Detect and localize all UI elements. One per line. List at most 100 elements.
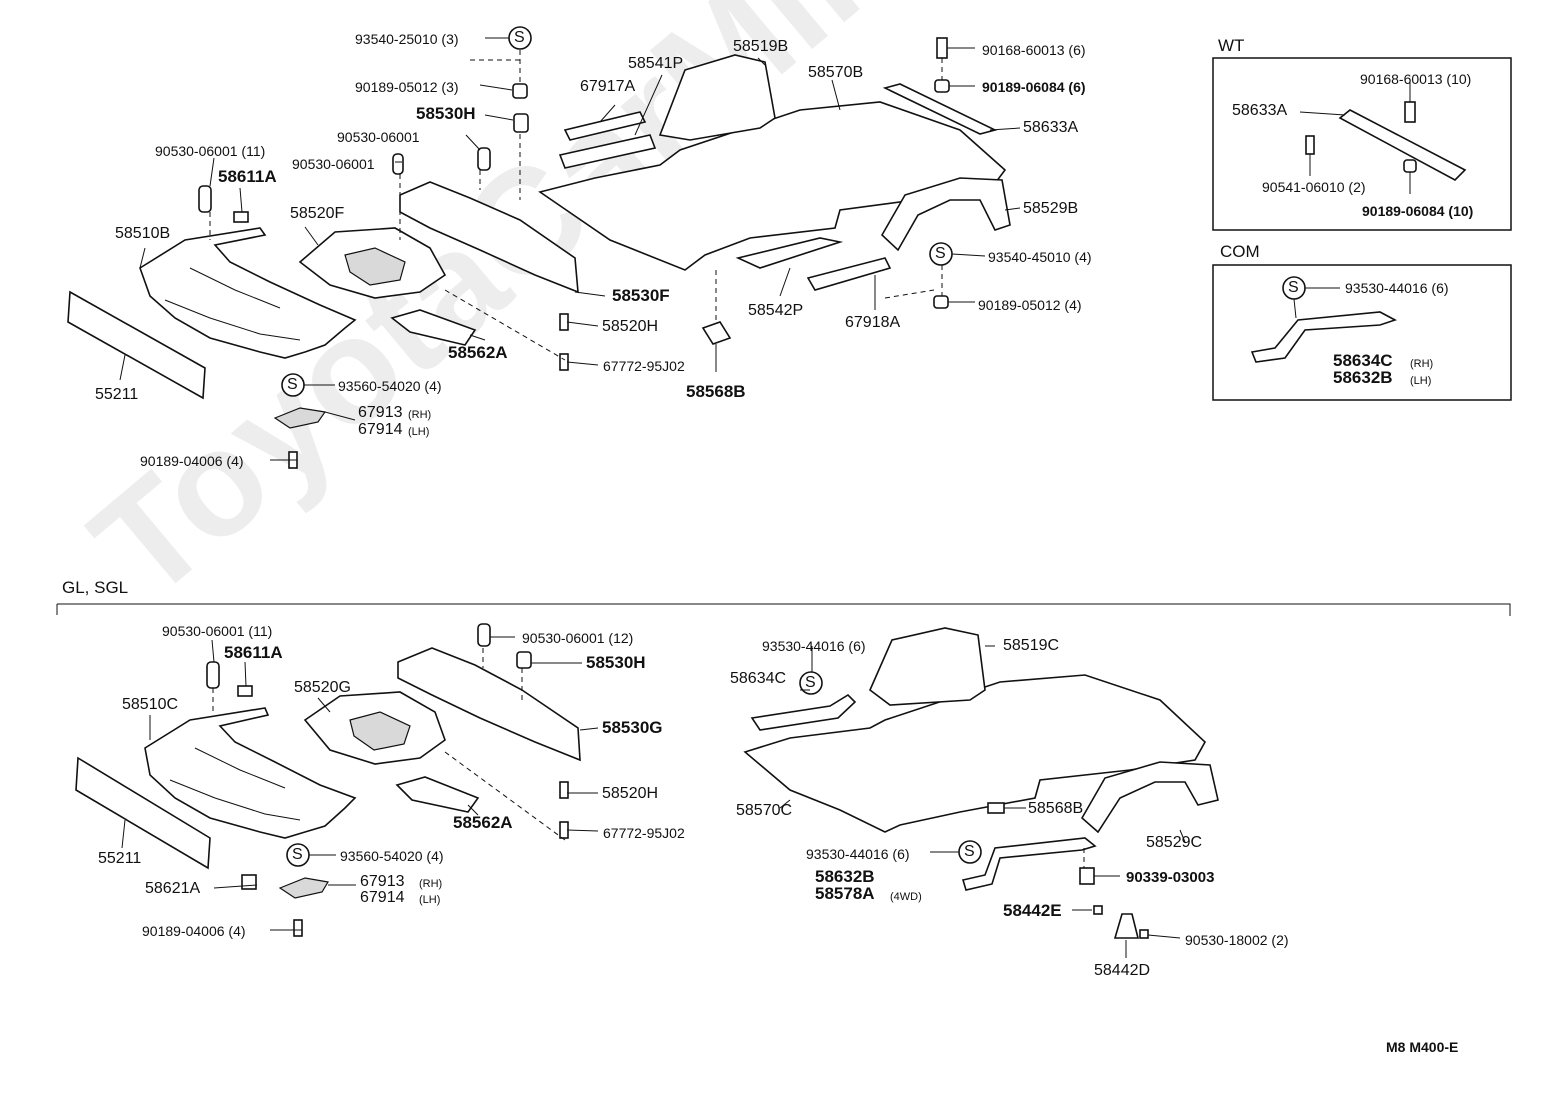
screw-58520h	[559, 313, 569, 331]
wheelhouse-58519b	[658, 54, 776, 141]
rear-carpet-58520g-shade	[349, 711, 411, 751]
label-b-67913: 67913	[360, 873, 405, 890]
label-58633a: 58633A	[1023, 119, 1079, 136]
label-90168-60013: 90168-60013 (6)	[982, 42, 1086, 58]
bolt-wt-90541	[1305, 135, 1315, 155]
label-b-67772-95j02: 67772-95J02	[603, 825, 685, 841]
strip-58634c	[750, 693, 857, 731]
clip-b-58530h	[516, 651, 532, 669]
front-carpet-58510c	[144, 707, 357, 839]
com-box	[1212, 264, 1512, 401]
s-marker	[799, 671, 823, 695]
label-wt-90168-60013: 90168-60013 (10)	[1360, 71, 1472, 87]
label-b-58442e: 58442E	[1003, 901, 1062, 920]
label-b-58570c: 58570C	[736, 802, 793, 819]
label-b-90189-04006: 90189-04006 (4)	[142, 923, 246, 939]
label-58519b: 58519B	[733, 38, 789, 55]
plate-58562a-b	[395, 776, 480, 813]
label-b-58520h: 58520H	[602, 785, 659, 802]
bolt-90168-60013	[936, 37, 948, 59]
label-58520f: 58520F	[290, 205, 345, 222]
label-com-rh: (RH)	[1410, 358, 1434, 370]
s-symbol: S	[1288, 279, 1299, 296]
label-wt-90541-06010: 90541-06010 (2)	[1262, 179, 1366, 195]
clip-58621a	[241, 874, 257, 890]
rail-wt-58633a	[1338, 109, 1467, 181]
section-gl-sgl: GL, SGL	[62, 578, 129, 597]
label-58568b: 58568B	[686, 382, 746, 401]
strip-58541p	[558, 134, 657, 169]
label-b-90530-06001-12: 90530-06001 (12)	[522, 630, 634, 646]
screw-67772	[559, 353, 569, 371]
front-carpet-58510b-detail	[164, 267, 301, 341]
label-90189-05012-4: 90189-05012 (4)	[978, 297, 1082, 313]
section-com: COM	[1220, 242, 1260, 261]
front-carpet-58510b	[139, 227, 357, 359]
label-b-55211: 55211	[98, 850, 142, 867]
clip-90530-06001-c	[477, 147, 491, 171]
clip-58611a	[233, 211, 249, 223]
pad-55211-b	[75, 756, 211, 870]
label-67913: 67913	[358, 404, 403, 421]
screw-b-67772	[559, 821, 569, 839]
pad-58568b	[701, 321, 732, 345]
nut-90189-06084	[934, 79, 950, 93]
label-b-67913-rh: (RH)	[419, 878, 443, 890]
label-b-58442d: 58442D	[1094, 962, 1151, 979]
label-90530-06001-a: 90530-06001	[337, 129, 420, 145]
label-b-93530-44016-b: 93530-44016 (6)	[806, 846, 910, 862]
label-67914: 67914	[358, 421, 403, 438]
diagram-code: M8 M400-E	[1386, 1039, 1459, 1055]
label-58529b: 58529B	[1023, 200, 1079, 217]
cap-58442d	[1113, 913, 1140, 939]
strip-67918a	[806, 257, 892, 291]
label-wt-58633a: 58633A	[1232, 102, 1288, 119]
wheelhouse-58519c	[869, 627, 986, 706]
clip-67913-b	[278, 877, 329, 899]
rear-carpet-58520f-shade	[344, 247, 406, 286]
label-58510b: 58510B	[115, 225, 171, 242]
section-wt: WT	[1218, 36, 1245, 55]
clip-67913	[273, 407, 327, 429]
label-b-58568b: 58568B	[1028, 800, 1084, 817]
label-58570b: 58570B	[808, 64, 864, 81]
strip-58542p	[735, 237, 844, 269]
label-b-58562a: 58562A	[453, 813, 513, 832]
label-b-58529c: 58529C	[1146, 834, 1203, 851]
label-b-58510c: 58510C	[122, 696, 179, 713]
bolt-90339-03003	[1079, 867, 1095, 885]
label-b-4wd: (4WD)	[890, 891, 922, 903]
label-b-90339-03003: 90339-03003	[1126, 869, 1215, 886]
label-67918a: 67918A	[845, 314, 901, 331]
strip-67917a	[563, 111, 647, 141]
label-58562a: 58562A	[448, 343, 508, 362]
screw-b-58520h	[559, 781, 569, 799]
clip-b-90530-06001-b	[477, 623, 491, 647]
clip-90530-18002	[1139, 929, 1149, 939]
nut-wt-90189	[1403, 159, 1417, 173]
s-symbol: S	[292, 846, 303, 863]
pad-55211	[67, 290, 206, 400]
label-93560-54020: 93560-54020 (4)	[338, 378, 442, 394]
label-com-lh: (LH)	[1410, 375, 1432, 387]
label-58520h: 58520H	[602, 318, 659, 335]
tunnel-58530g	[397, 647, 581, 762]
nut-90189-05012-b	[933, 295, 949, 309]
label-58541p: 58541P	[628, 55, 684, 72]
label-58542p: 58542P	[748, 302, 804, 319]
label-b-58520g: 58520G	[294, 679, 351, 696]
wt-box	[1212, 57, 1512, 231]
s-symbol: S	[935, 245, 946, 262]
label-67914-lh: (LH)	[408, 426, 430, 438]
wheelhouse-58529c	[1080, 761, 1219, 834]
label-90530-06001-11: 90530-06001 (11)	[155, 143, 266, 159]
clip-b-90530-06001-a	[206, 661, 220, 689]
bracket-58632b	[961, 837, 1097, 891]
label-90189-04006: 90189-04006 (4)	[140, 453, 244, 469]
label-b-90530-18002: 90530-18002 (2)	[1185, 932, 1289, 948]
label-58530h: 58530H	[416, 104, 476, 123]
label-b-93560-54020: 93560-54020 (4)	[340, 848, 444, 864]
label-com-58632b: 58632B	[1333, 368, 1393, 387]
